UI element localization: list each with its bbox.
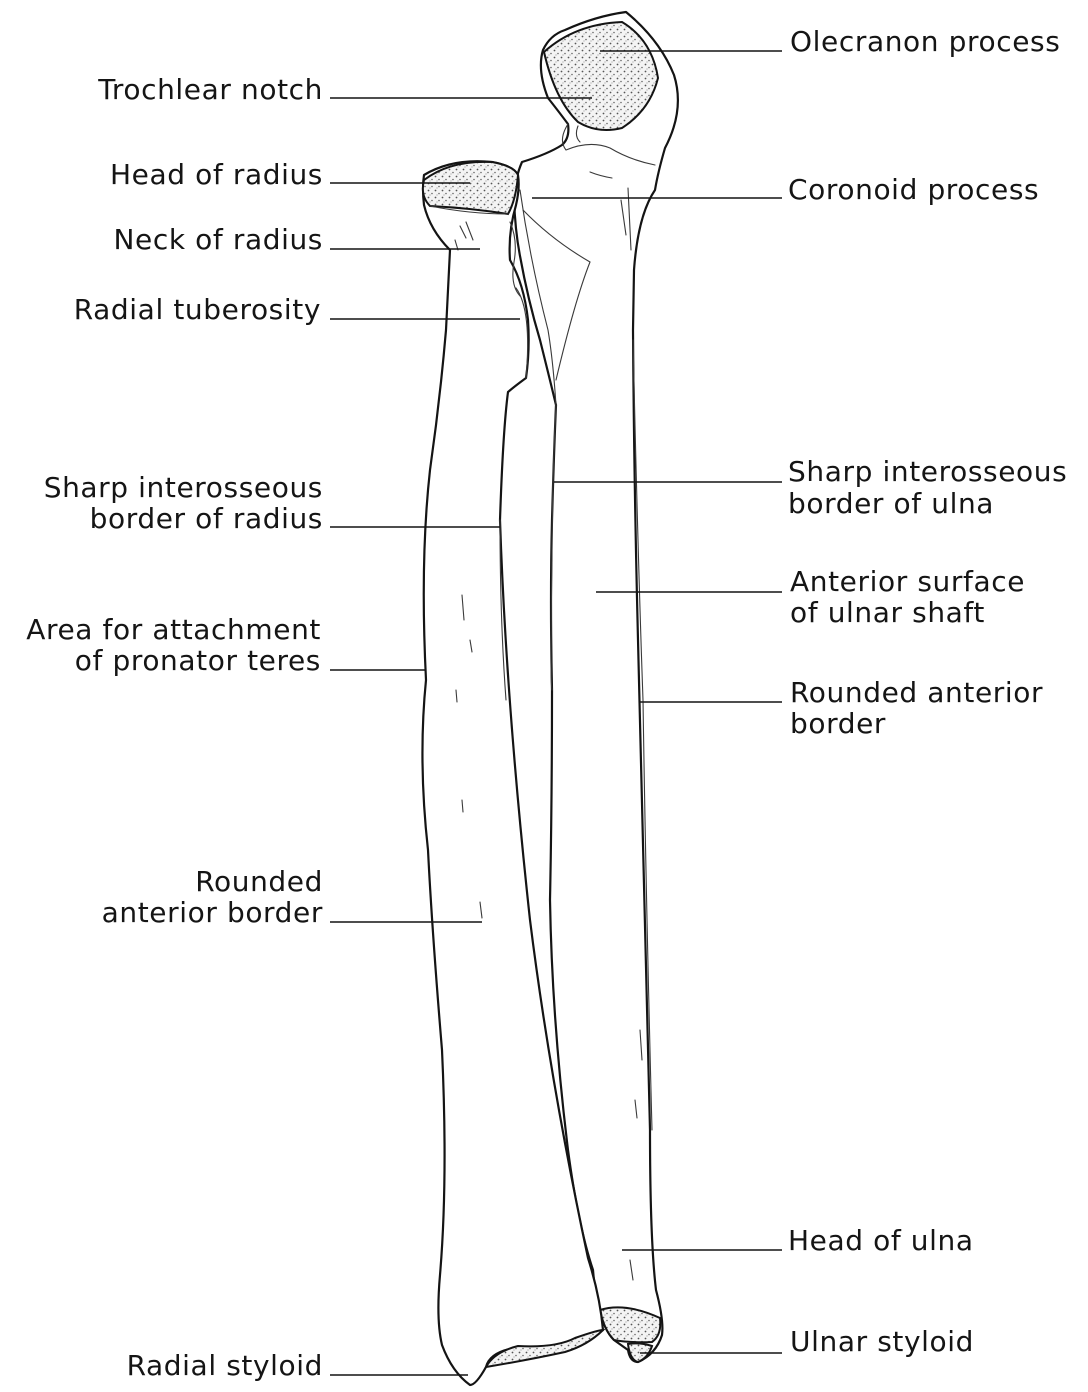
- label-ulnar-styloid: Ulnar styloid: [790, 1326, 974, 1357]
- label-radial-styloid: Radial styloid: [127, 1350, 323, 1381]
- label-head-of-ulna: Head of ulna: [788, 1225, 974, 1256]
- label-pronator-teres-line2: of pronator teres: [75, 645, 321, 676]
- label-trochlear-notch: Trochlear notch: [98, 74, 323, 105]
- label-neck-of-radius: Neck of radius: [113, 224, 323, 255]
- label-rounded-anterior-radius-line1: Rounded: [195, 866, 323, 897]
- label-olecranon-process: Olecranon process: [790, 26, 1060, 57]
- label-pronator-teres-line1: Area for attachment: [26, 614, 321, 645]
- label-rounded-anterior-radius-line2: anterior border: [102, 897, 323, 928]
- label-sharp-interosseous-radius-line2: border of radius: [90, 503, 323, 534]
- label-coronoid-process: Coronoid process: [788, 174, 1039, 205]
- label-head-of-radius: Head of radius: [110, 159, 323, 190]
- label-rounded-anterior-ulna-line1: Rounded anterior: [790, 677, 1043, 708]
- label-radial-tuberosity: Radial tuberosity: [74, 294, 321, 325]
- label-sharp-interosseous-ulna-line1: Sharp interosseous: [788, 456, 1067, 487]
- label-anterior-surface-line1: Anterior surface: [790, 566, 1025, 597]
- label-sharp-interosseous-radius-line1: Sharp interosseous: [44, 472, 323, 503]
- label-sharp-interosseous-ulna-line2: border of ulna: [788, 488, 994, 519]
- label-anterior-surface-line2: of ulnar shaft: [790, 597, 985, 628]
- label-rounded-anterior-ulna-line2: border: [790, 708, 886, 739]
